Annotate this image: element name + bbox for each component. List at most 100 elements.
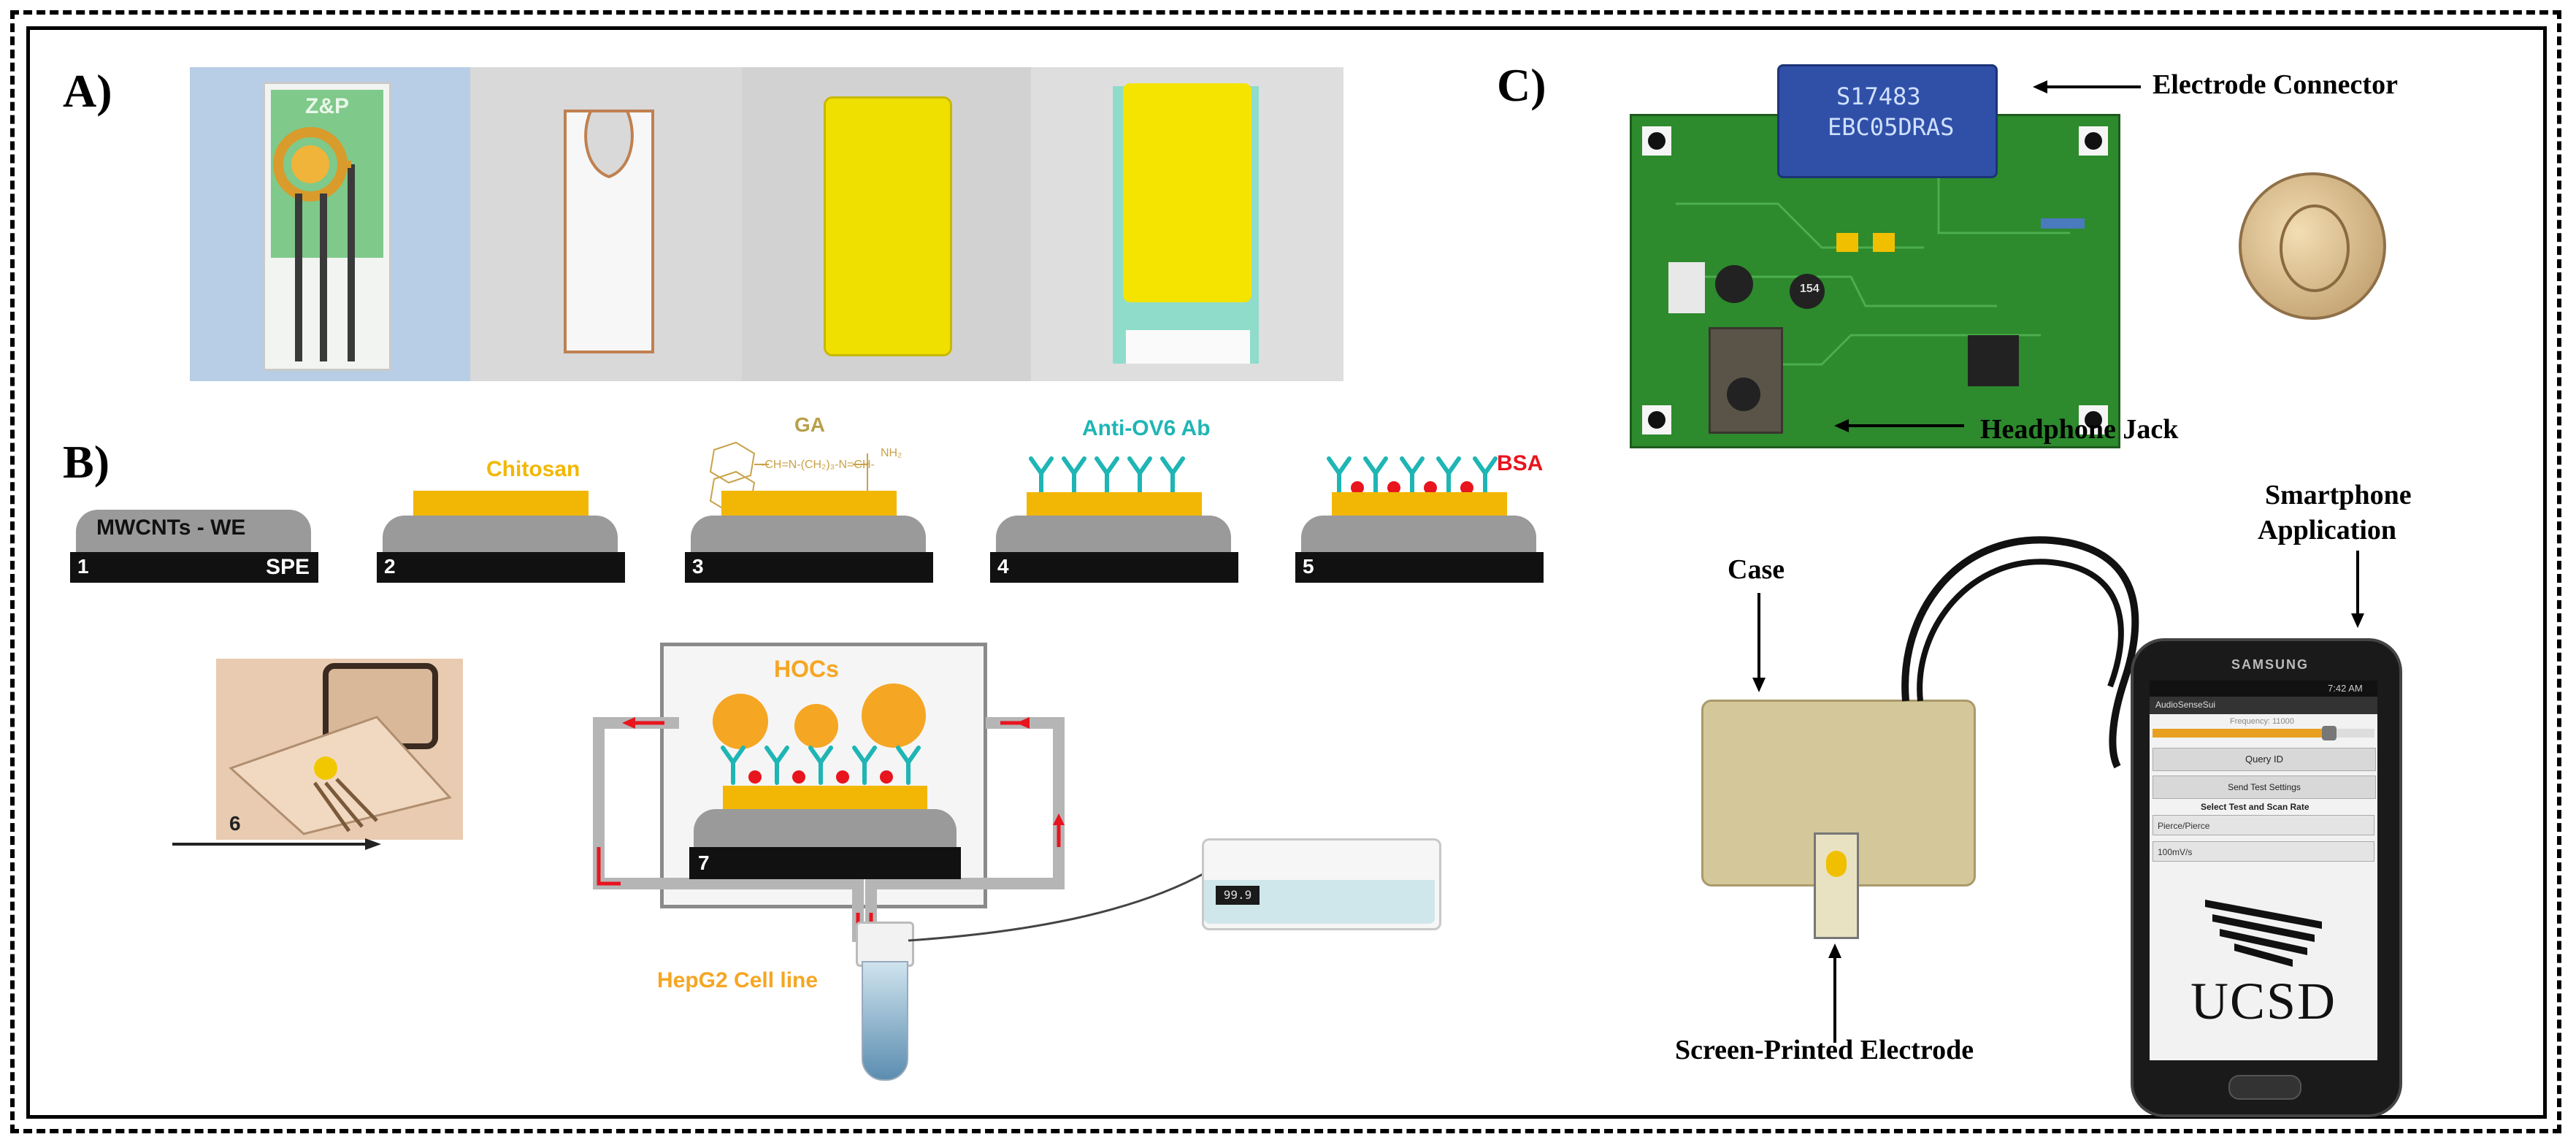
jack-arrow [1834,419,1964,432]
test-dropdown[interactable]: Pierce/Pierce [2153,815,2374,835]
connector-arrow [2033,80,2141,93]
step-7-number: 7 [698,851,710,874]
falcon-tube [862,961,908,1081]
step-4-number: 4 [997,555,1009,578]
hocs-label: HOCs [774,656,839,682]
mwcnt-layer [76,510,311,552]
white-tabs [1126,330,1250,364]
captured-antibodies [721,746,921,785]
coin-relief [2280,204,2350,292]
nh2-label: NH₂ [881,447,902,459]
jack-hole [1727,378,1760,411]
step-6-chip-photo: 6 [216,659,463,840]
step-3-base [685,552,933,583]
bsa-label: BSA [1497,451,1544,475]
ga-formula: -CH=N-(CH₂)₃-N=CH- [761,459,875,471]
electrode-strip: Z&P [263,82,391,371]
ga-chitosan-layer [721,491,897,518]
step-4-base [990,552,1238,583]
antibody-label: Anti-OV6 Ab [1082,416,1211,440]
smartphone: SAMSUNG 7:42 AM AudioSenseSui Frequency:… [2131,638,2402,1117]
frequency-slider[interactable] [2153,726,2374,740]
connector-text-2: EBC05DRAS [1828,113,1955,141]
ucsd-logo-mark [2205,900,2322,967]
step-3-diagram: GA -CH=N-(CH₂)₃-N=CH- NH₂ 3 [685,413,933,583]
electrode-gray [383,516,618,552]
frequency-text: Frequency: 11000 [2230,717,2294,726]
outer-dashed-frame [10,10,2561,1133]
electrode-tip [1826,851,1847,877]
flow-cell-base [689,847,961,879]
audio-cable [1901,536,2139,769]
mwcnt-label: MWCNTs - WE [96,516,246,540]
flow-tubing [593,717,1065,942]
hepg2-label: HepG2 Cell line [657,968,819,992]
headphone-jack [1709,327,1783,434]
step-4-gray [996,516,1231,552]
panel-a-label: A) [63,65,112,117]
potentiostat-device: 99.9 [1202,838,1441,930]
screen-printed-electrode [1814,832,1859,939]
smartphone-arrow [2351,551,2364,628]
chitosan-label: Chitosan [486,457,580,481]
ab-chitosan-layer [1027,492,1202,518]
spe-label: SPE [266,555,310,579]
panel-c-label: C) [1497,59,1546,111]
step-4-diagram: Anti-OV6 Ab 4 [990,416,1238,583]
step-5-diagram: BSA 5 [1295,438,1544,583]
pcb-traces [1642,126,2108,434]
step-2-diagram: Chitosan 2 [377,457,625,583]
step-3-number: 3 [692,555,704,578]
substrate-shape [564,110,654,353]
home-button[interactable] [2228,1075,2301,1100]
flow-arrow [172,838,381,850]
antibody-bsa-row [1327,456,1498,496]
yellow-cap [824,96,952,356]
electrode-pattern [273,127,355,361]
connector-text-1: S17483 [1836,83,1921,110]
status-time: 7:42 AM [2328,683,2363,694]
screen-printed-label: Screen-Printed Electrode [1675,1035,1974,1065]
query-id-button[interactable]: Query ID [2153,748,2376,771]
ga-label: GA [794,413,825,436]
phone-brand: SAMSUNG [2231,657,2309,672]
microfluidic-chip [229,663,452,835]
step-5-base [1295,552,1544,583]
electrode-brand: Z&P [305,94,349,118]
step-1-diagram: MWCNTs - WE 1 SPE [70,510,318,583]
spe-base [70,552,318,583]
slider-fill [2153,729,2328,738]
panel-b-label: B) [63,436,110,488]
spe-arrow [1828,943,1841,1043]
antibody-row [1029,456,1185,496]
step-6-number: 6 [229,812,241,835]
step-2-number: 2 [384,555,396,578]
hoc-cells [713,683,926,749]
app-titlebar [2150,697,2377,714]
flow-cell-chitosan [723,786,927,812]
assembled-electrode-photo [1031,67,1343,381]
step-3-gray [691,516,926,552]
flow-cell-gray [694,809,957,847]
bare-electrode-photo: Z&P [190,67,470,381]
step-5-number: 5 [1303,555,1314,578]
send-settings-button[interactable]: Send Test Settings [2153,776,2376,799]
smartphone-label-2: Application [2258,515,2397,545]
chip-label: 154 [1800,283,1820,295]
step-2-base [377,552,625,583]
step-5-gray [1301,516,1536,552]
smartphone-label-1: Smartphone [2265,480,2412,510]
sensor-wire [908,868,1213,942]
inner-solid-frame [26,26,2547,1119]
scan-rate-dropdown[interactable]: 100mV/s [2153,841,2374,862]
quarter-coin [2239,172,2386,320]
yellow-cover [1123,83,1251,302]
ucsd-logo-text: UCSD [2190,972,2337,1030]
chitosan-layer [413,491,589,518]
panel-a-photo-strip: Z&P [190,67,1343,381]
headphone-jack-label: Headphone Jack [1980,414,2179,445]
device-display: 99.9 [1216,886,1260,905]
slider-thumb[interactable] [2322,726,2337,740]
electrode-connector-label: Electrode Connector [2153,69,2398,100]
phone-screen: 7:42 AM AudioSenseSui Frequency: 11000 Q… [2150,681,2377,1060]
